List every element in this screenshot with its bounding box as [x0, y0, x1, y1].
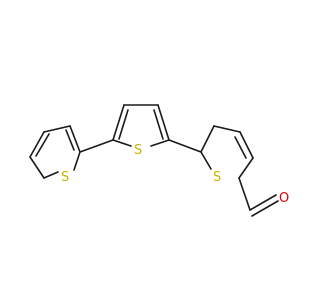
bond	[213, 125, 241, 133]
bond	[43, 125, 71, 133]
bond	[157, 104, 170, 141]
bond	[112, 139, 132, 147]
bond	[29, 131, 45, 158]
bond	[234, 136, 247, 159]
bond	[150, 139, 170, 147]
aldehyde-group	[238, 177, 279, 217]
bond	[118, 109, 129, 140]
bond	[238, 157, 254, 179]
oxygen-atom: O	[279, 191, 289, 206]
bond	[43, 171, 59, 179]
bond	[239, 131, 254, 159]
molecule-structure-diagram: S S S O	[29, 104, 289, 217]
thiophene-ring-1	[29, 125, 81, 179]
bond	[69, 125, 81, 153]
thiophene-ring-2	[112, 104, 170, 147]
bond	[168, 139, 202, 153]
bond	[153, 109, 164, 140]
bond	[79, 139, 114, 153]
bond	[251, 200, 279, 217]
bond	[112, 104, 125, 141]
bond	[238, 177, 251, 211]
sulfur-atom-2: S	[134, 143, 142, 158]
bond	[73, 151, 81, 171]
sulfur-atom-1: S	[61, 170, 69, 185]
bond	[249, 194, 277, 211]
bond	[29, 156, 45, 179]
bond	[65, 129, 75, 151]
bond	[200, 151, 212, 170]
bond	[35, 133, 50, 157]
sulfur-atom-3: S	[213, 170, 221, 185]
bond	[200, 125, 215, 153]
thiophene-ring-3	[200, 125, 254, 179]
